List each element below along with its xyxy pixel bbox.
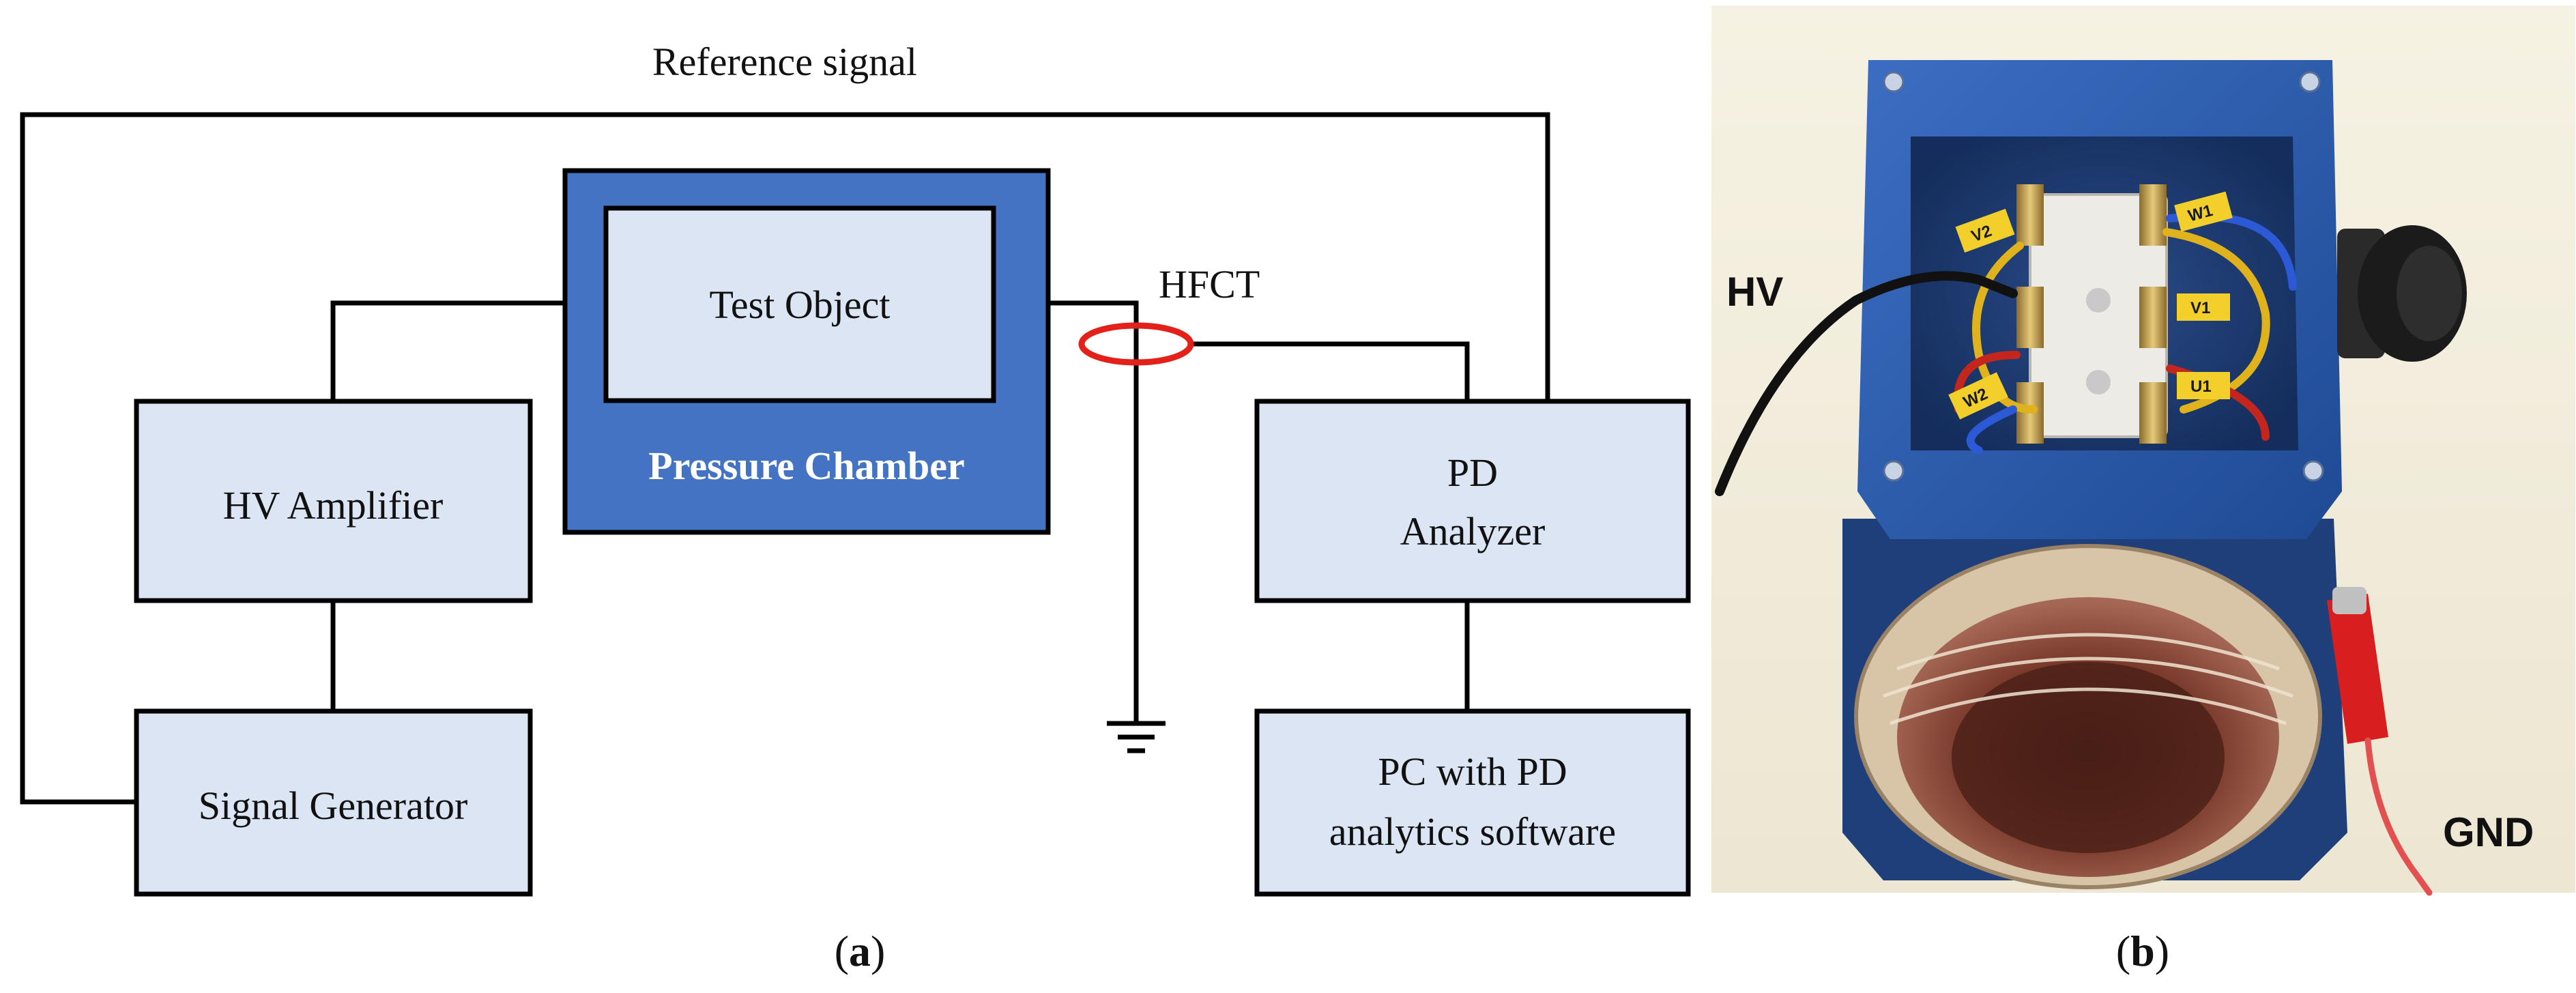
ground-symbol <box>1107 721 1166 753</box>
test-object-box <box>603 205 996 403</box>
terminal-labels: V2 W1 V1 W2 U1 <box>1948 191 2233 420</box>
hfct-sensor-ring <box>1078 322 1194 366</box>
pd-analyzer-box <box>1254 399 1691 603</box>
cable-gland <box>2337 225 2467 362</box>
panel-a-diagram: Reference signal HFCT Test Object Pressu… <box>20 40 1691 975</box>
hv-label: HV <box>1726 269 1783 315</box>
test-object-label: Test Object <box>710 283 891 327</box>
signal-generator-box <box>134 708 533 897</box>
svg-text:V1: V1 <box>2190 299 2210 317</box>
gnd-clip <box>2327 587 2388 744</box>
hv-to-test-object-wire <box>330 300 606 401</box>
pc-label-line1: PC with PD <box>1378 749 1567 794</box>
caption-a: (a) <box>835 927 886 975</box>
hv-amplifier-box <box>134 399 533 603</box>
hv-amplifier-label: HV Amplifier <box>223 483 444 528</box>
pd-analyzer-label-line2: Analyzer <box>1400 509 1546 553</box>
pd-analyzer-label-line1: PD <box>1447 450 1498 495</box>
panel-b-photo: V2 W1 V1 W2 U1 HV GND (b) <box>1711 5 2575 975</box>
caption-b: (b) <box>2116 927 2169 975</box>
reference-signal-wire <box>20 112 1550 805</box>
gnd-label: GND <box>2443 809 2534 855</box>
hv-cable <box>1715 271 2018 496</box>
gnd-cable <box>2364 737 2433 896</box>
terminal-studs <box>2016 184 2167 444</box>
reference-signal-label: Reference signal <box>652 40 917 84</box>
hfct-to-analyzer-wire <box>1189 341 1470 401</box>
hfct-label: HFCT <box>1159 262 1260 306</box>
svg-text:U1: U1 <box>2190 377 2212 396</box>
pressure-chamber-label: Pressure Chamber <box>648 444 964 488</box>
pc-box <box>1254 708 1691 897</box>
pc-label-line2: analytics software <box>1329 809 1616 854</box>
signal-generator-label: Signal Generator <box>199 783 468 828</box>
